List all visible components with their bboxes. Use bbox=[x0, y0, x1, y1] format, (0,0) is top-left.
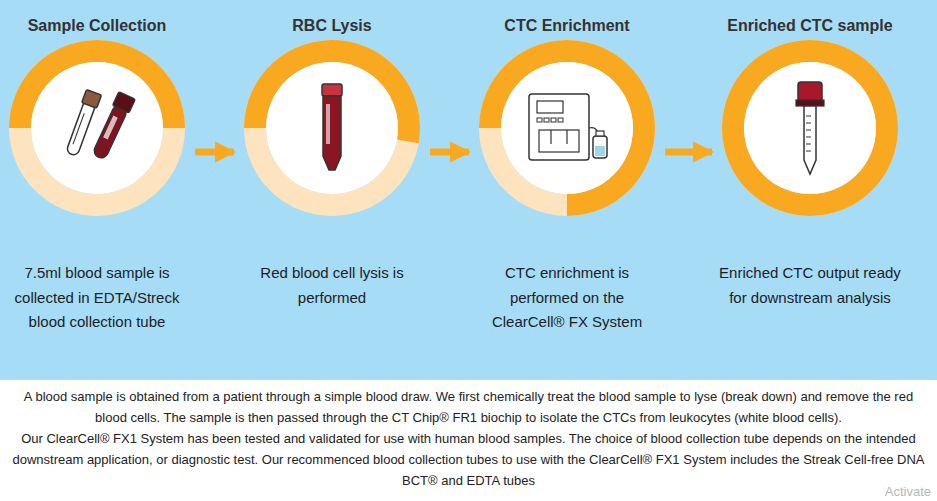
ring-track bbox=[722, 40, 898, 216]
process-stage: CTC EnrichmentCTC enrichment is performe… bbox=[472, 14, 662, 335]
description-paragraph: Our ClearCell® FX1 System has been teste… bbox=[8, 428, 929, 491]
output-icon bbox=[796, 82, 824, 174]
stage-description: Red blood cell lysis is performed bbox=[237, 261, 427, 310]
stage-heading: Sample Collection bbox=[2, 14, 192, 38]
ring-track bbox=[244, 40, 420, 216]
stage-circle bbox=[477, 38, 657, 218]
ring-center bbox=[744, 62, 876, 194]
stage-heading: RBC Lysis bbox=[237, 14, 427, 38]
stage-row: Sample Collection 7.5ml blood sample is c… bbox=[0, 0, 937, 380]
falcon-icon bbox=[322, 84, 342, 170]
ring-progress bbox=[479, 40, 655, 216]
progress-ring bbox=[720, 38, 900, 218]
stage-description: CTC enrichment is performed on the Clear… bbox=[472, 261, 662, 335]
flow-arrow bbox=[430, 149, 469, 156]
stage-description: 7.5ml blood sample is collected in EDTA/… bbox=[2, 261, 192, 335]
progress-ring bbox=[242, 38, 422, 218]
stage-heading: Enriched CTC sample bbox=[715, 14, 905, 38]
watermark: Activate bbox=[885, 484, 931, 499]
progress-ring bbox=[7, 38, 187, 218]
process-stage: Sample Collection 7.5ml blood sample is c… bbox=[2, 14, 192, 335]
flow-arrow bbox=[665, 149, 712, 156]
machine-icon bbox=[529, 94, 607, 160]
ring-track bbox=[9, 40, 185, 216]
ring-center bbox=[31, 62, 163, 194]
ring-track bbox=[479, 40, 655, 216]
stage-heading: CTC Enrichment bbox=[472, 14, 662, 38]
stage-circle bbox=[242, 38, 422, 218]
ring-center bbox=[501, 62, 633, 194]
progress-ring bbox=[477, 38, 657, 218]
process-stage: RBC LysisRed blood cell lysis is perform… bbox=[237, 14, 427, 310]
stage-description: Enriched CTC output ready for downstream… bbox=[715, 261, 905, 310]
ring-center bbox=[266, 62, 398, 194]
ring-progress bbox=[722, 40, 898, 216]
flow-arrow bbox=[195, 149, 234, 156]
stage-circle bbox=[7, 38, 187, 218]
process-stage: Enriched CTC sampleEnriched CTC output r… bbox=[715, 14, 905, 310]
notes-block: A blood sample is obtained from a patien… bbox=[8, 386, 929, 491]
stage-circle bbox=[720, 38, 900, 218]
tubes-icon bbox=[64, 90, 135, 161]
description-paragraph: A blood sample is obtained from a patien… bbox=[8, 386, 929, 428]
